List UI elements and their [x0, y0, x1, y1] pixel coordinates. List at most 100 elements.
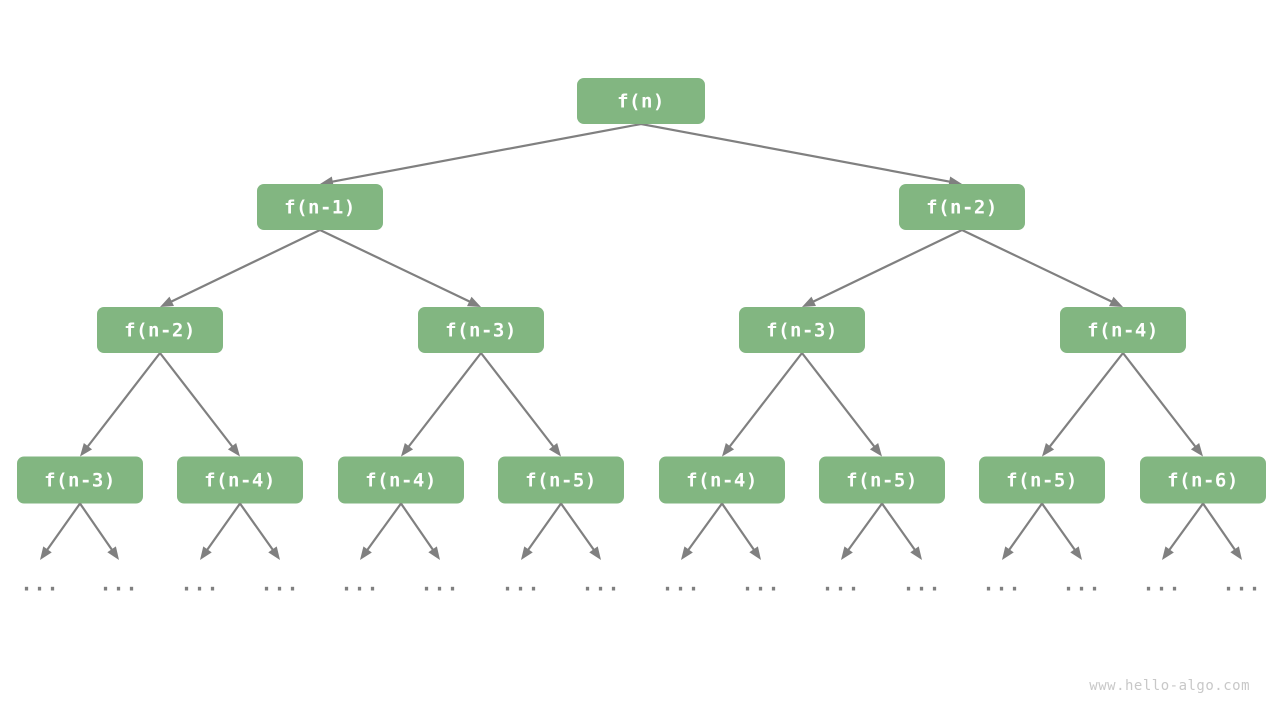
tree-node: f(n-6)	[1140, 456, 1266, 504]
ellipsis-label: ...	[20, 572, 59, 596]
edge-arrowhead	[160, 296, 174, 307]
watermark-label: www.hello-algo.com	[1089, 678, 1250, 694]
edge-line	[1166, 502, 1204, 554]
edge-line	[1006, 502, 1043, 554]
ellipsis-arrow-0	[40, 502, 81, 560]
ellipsis-label: ...	[99, 572, 138, 596]
ellipsis-label: ...	[741, 572, 780, 596]
edge-line	[1202, 502, 1238, 554]
ellipsis-arrow-8	[681, 502, 723, 560]
edge-line	[328, 122, 642, 184]
edge-arrowhead	[80, 443, 93, 457]
node-label: f(n-5)	[1006, 470, 1078, 492]
ellipsis-label: ...	[902, 572, 941, 596]
nodes-layer: f(n)f(n-1)f(n-2)f(n-2)f(n-3)f(n-3)f(n-4)…	[17, 78, 1266, 504]
edge-arrowhead	[589, 546, 601, 560]
tree-node: f(n-4)	[338, 456, 464, 504]
edge-line	[721, 502, 757, 554]
edge-line	[685, 502, 723, 554]
edge-arrowhead	[910, 546, 922, 560]
edge-line	[84, 352, 161, 451]
node-box	[17, 456, 143, 504]
edge-arrowhead	[722, 443, 735, 457]
edge-line	[480, 352, 557, 451]
node-label: f(n-3)	[445, 320, 517, 342]
ellipsis-label: ...	[581, 572, 620, 596]
edge-L0N0-to-L1N0	[320, 122, 642, 187]
node-label: f(n-4)	[365, 470, 437, 492]
edge-arrowhead	[40, 546, 52, 560]
ellipsis-label: ...	[501, 572, 540, 596]
ellipsis-arrow-13	[1041, 502, 1082, 560]
edge-line	[239, 502, 276, 554]
edge-line	[726, 352, 803, 451]
edge-line	[560, 502, 597, 554]
edge-line	[405, 352, 482, 451]
node-box	[338, 456, 464, 504]
edge-line	[204, 502, 241, 554]
edge-arrowhead	[1002, 546, 1014, 560]
tree-node: f(n-3)	[418, 307, 544, 353]
edge-line	[44, 502, 81, 554]
edge-line	[961, 229, 1116, 305]
edge-line	[845, 502, 883, 554]
edge-L2N3-to-L3N7	[1122, 352, 1203, 457]
edge-L2N1-to-L3N3	[480, 352, 561, 457]
node-box	[979, 456, 1105, 504]
ellipsis-arrow-12	[1002, 502, 1043, 560]
edge-arrowhead	[681, 546, 693, 560]
edge-L1N0-to-L2N1	[319, 229, 481, 307]
node-label: f(n-4)	[1087, 320, 1159, 342]
ellipsis-label: ...	[661, 572, 700, 596]
edge-arrowhead	[227, 443, 240, 457]
edge-line	[1046, 352, 1124, 451]
node-box	[97, 307, 223, 353]
tree-node: f(n-5)	[979, 456, 1105, 504]
tree-node: f(n-1)	[257, 184, 383, 230]
ellipsis-arrow-2	[200, 502, 241, 560]
edge-line	[881, 502, 918, 554]
edge-arrowhead	[802, 296, 816, 307]
tree-node: f(n-3)	[17, 456, 143, 504]
edge-line	[364, 502, 402, 554]
edge-L2N2-to-L3N5	[801, 352, 882, 457]
edge-arrowhead	[401, 443, 414, 457]
node-label: f(n-5)	[846, 470, 918, 492]
node-label: f(n-3)	[766, 320, 838, 342]
node-label: f(n-1)	[284, 197, 356, 219]
node-label: f(n-2)	[926, 197, 998, 219]
ellipsis-arrow-5	[400, 502, 440, 560]
node-box	[899, 184, 1025, 230]
node-box	[739, 307, 865, 353]
ellipsis-arrow-4	[360, 502, 402, 560]
ellipsis-label: ...	[1142, 572, 1181, 596]
edge-line	[167, 229, 321, 305]
tree-node: f(n-4)	[659, 456, 785, 504]
node-box	[819, 456, 945, 504]
tree-node: f(n-4)	[177, 456, 303, 504]
tree-node: f(n-2)	[899, 184, 1025, 230]
ellipsis-arrow-10	[841, 502, 883, 560]
node-label: f(n-4)	[686, 470, 758, 492]
tree-node: f(n-5)	[819, 456, 945, 504]
edge-L0N0-to-L1N1	[640, 122, 962, 187]
ellipsis-arrow-1	[79, 502, 119, 560]
ellipsis-arrow-9	[721, 502, 761, 560]
edge-arrowhead	[467, 296, 481, 307]
node-box	[257, 184, 383, 230]
node-label: f(n-4)	[204, 470, 276, 492]
edge-line	[809, 229, 963, 305]
edge-line	[79, 502, 115, 554]
ellipsis-label: ...	[420, 572, 459, 596]
edge-L2N3-to-L3N6	[1042, 352, 1124, 457]
ellipsis-arrow-7	[560, 502, 601, 560]
ellipsis-label: ...	[260, 572, 299, 596]
edge-line	[640, 122, 954, 184]
edge-L1N0-to-L2N0	[160, 229, 321, 307]
edge-L2N0-to-L3N1	[159, 352, 240, 457]
tree-node: f(n)	[577, 78, 705, 124]
edge-L2N1-to-L3N2	[401, 352, 482, 457]
edge-L2N2-to-L3N4	[722, 352, 803, 457]
